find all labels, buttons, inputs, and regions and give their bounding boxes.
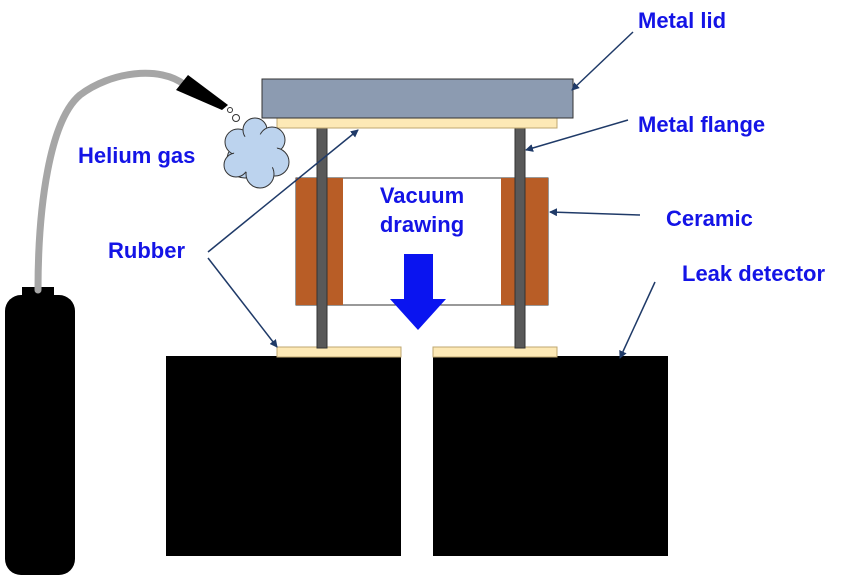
top-rubber: [276, 117, 558, 129]
label-vacuum-line1: Vacuum: [379, 183, 465, 208]
pointer-rubber-bottom: [207, 257, 278, 348]
label-helium-gas: Helium gas: [78, 143, 196, 168]
label-metal-flange: Metal flange: [638, 112, 766, 137]
label-ceramic: Ceramic: [666, 206, 753, 231]
pointer-metal-flange: [525, 119, 629, 152]
helium-cylinder: [5, 295, 75, 575]
helium-hose: [34, 69, 189, 294]
label-rubber: Rubber: [108, 238, 185, 263]
pointer-rubber-top: [207, 129, 359, 253]
flange-rod-right: [514, 127, 526, 349]
label-vacuum-line2: drawing: [379, 212, 465, 237]
nozzle-icon: [176, 75, 228, 110]
metal-lid: [261, 78, 574, 119]
pointer-ceramic: [549, 208, 641, 217]
bubble-icon: [232, 114, 240, 122]
bottom-rubber-right: [432, 346, 558, 358]
vacuum-arrow-icon: [390, 254, 446, 330]
flange-rod-left: [316, 127, 328, 349]
pointer-metal-lid: [571, 31, 634, 91]
label-leak-detector: Leak detector: [682, 261, 826, 286]
label-metal-lid: Metal lid: [638, 8, 727, 33]
pointer-leak-detector: [619, 281, 656, 359]
leak-detector-port: [401, 347, 433, 557]
label-vacuum-drawing: Vacuum drawing: [350, 181, 494, 239]
bottom-rubber-left: [276, 346, 402, 358]
bubble-icon: [227, 107, 233, 113]
